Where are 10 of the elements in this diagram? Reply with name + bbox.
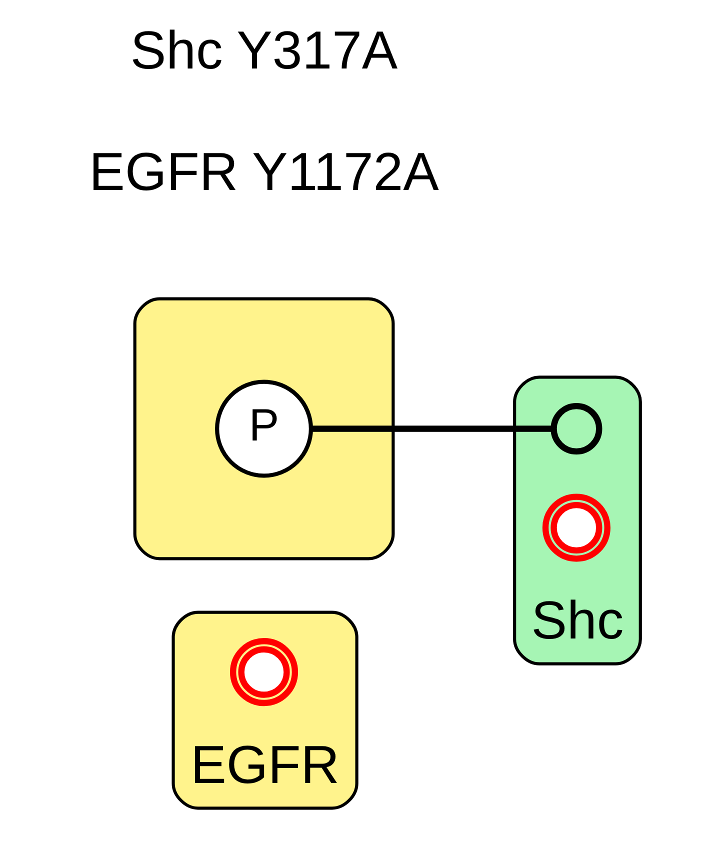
label: Shc Y317A xyxy=(130,20,398,80)
node-circle: P xyxy=(214,379,313,478)
connector xyxy=(310,425,553,432)
cluster: Shc xyxy=(512,375,642,665)
node-circle xyxy=(550,402,602,454)
cluster: EGFR xyxy=(171,610,358,810)
label: EGFR Y1172A xyxy=(88,142,438,202)
cluster xyxy=(132,296,394,560)
node-circle xyxy=(542,493,610,562)
node-circle xyxy=(229,638,298,706)
